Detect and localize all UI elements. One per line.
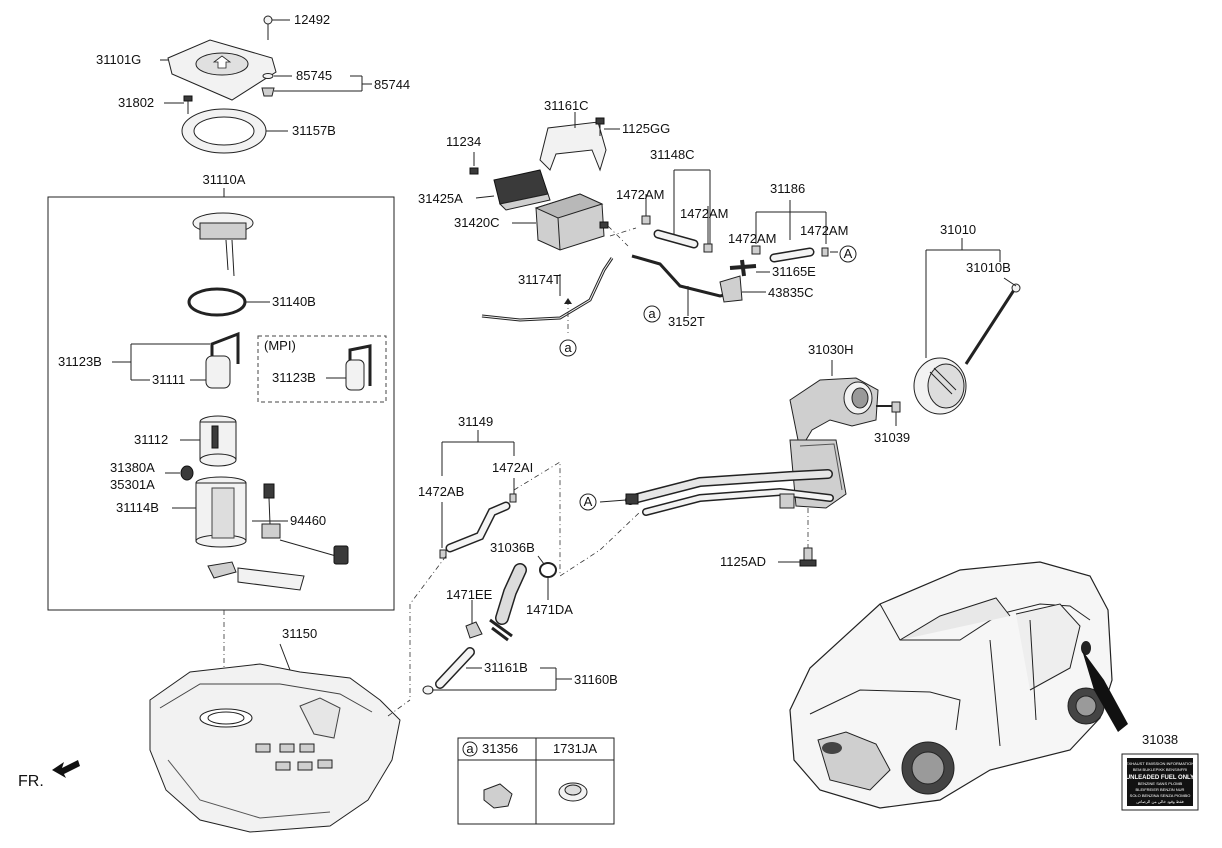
label-31140B: 31140B <box>272 294 316 309</box>
legend-part-1731JA: 1731JA <box>553 741 597 756</box>
label-31038: 31038 <box>1142 732 1178 747</box>
label-31420C: 31420C <box>454 215 500 230</box>
label-1472AM-2: 1472AM <box>680 206 728 221</box>
filler-hose-31036B <box>422 555 572 695</box>
reference-markers: a a A A <box>559 245 857 511</box>
fuel-cap-31010 <box>913 238 1021 415</box>
fuel-label-line-2: BEM BUKLEPIKK BENSINFRI <box>1133 767 1187 772</box>
label-31161C: 31161C <box>544 98 589 113</box>
label-31425A: 31425A <box>418 191 463 206</box>
fuel-pump-31111 <box>205 331 240 389</box>
marker-A-neck <box>579 493 597 511</box>
mpi-pump-31123B <box>345 344 372 391</box>
fuel-label-31038: EXHAUST EMISSION INFORMATION BEM BUKLEPI… <box>1121 753 1199 811</box>
cover-plate-assembly <box>160 15 372 154</box>
label-1472AM-1: 1472AM <box>616 187 664 202</box>
label-1125AD: 1125AD <box>720 554 766 569</box>
fuel-label-line-5: BLEIFREIER BENZIN NUR <box>1136 787 1185 792</box>
label-3152T: 3152T <box>668 314 705 329</box>
label-35301A: 35301A <box>110 477 155 492</box>
label-31039: 31039 <box>874 430 910 445</box>
regulator-31380A <box>165 465 194 481</box>
label-31010B: 31010B <box>966 260 1011 275</box>
marker-A-top <box>839 245 857 263</box>
label-31030H: 31030H <box>808 342 854 357</box>
label-1472AB: 1472AB <box>418 484 464 499</box>
label-31174T: 31174T <box>518 272 561 287</box>
label-1471EE: 1471EE <box>446 587 493 602</box>
marker-A-neck-label: A <box>584 494 593 509</box>
screw-12492 <box>263 15 290 40</box>
fuel-label-line-6: SOLO BENZINA SENZA PIOMBO <box>1130 793 1191 798</box>
label-31123B-b: 31123B <box>272 370 316 385</box>
fuel-label-line-1: EXHAUST EMISSION INFORMATION <box>1126 761 1194 766</box>
marker-a-canister-label: a <box>648 306 656 321</box>
label-1471DA: 1471DA <box>526 602 573 617</box>
label-31111: 31111 <box>152 372 185 387</box>
label-11234: 11234 <box>446 134 481 149</box>
label-mpi: (MPI) <box>264 338 296 353</box>
label-1472AM-4: 1472AM <box>800 223 848 238</box>
part-labels: 12492 31101G 85745 85744 31802 31157B 31… <box>58 12 1178 747</box>
label-94460: 94460 <box>290 513 326 528</box>
vent-hose-31149 <box>409 430 641 700</box>
marker-A-top-label: A <box>844 246 853 261</box>
label-31157B: 31157B <box>292 123 336 138</box>
fuel-sender-94460 <box>261 483 349 565</box>
label-31150: 31150 <box>282 626 317 641</box>
canister-area <box>469 112 838 336</box>
label-31101G: 31101G <box>96 52 141 67</box>
fuel-pump-module-box <box>47 188 395 611</box>
filler-neck-31030H <box>599 360 901 567</box>
label-31123B-a: 31123B <box>58 354 102 369</box>
front-label: FR. <box>18 773 44 790</box>
label-31110A: 31110A <box>203 172 246 187</box>
legend-marker-a: a <box>466 741 474 756</box>
label-43835C: 43835C <box>768 285 814 300</box>
legend-table: a 31356 1731JA <box>457 737 615 825</box>
front-direction-indicator: FR. <box>18 760 80 790</box>
filter-31112 <box>199 415 237 467</box>
label-1125GG: 1125GG <box>622 121 670 136</box>
label-31149: 31149 <box>458 414 493 429</box>
legend-part-31356: 31356 <box>482 741 518 756</box>
label-31036B: 31036B <box>490 540 535 555</box>
label-31148C: 31148C <box>650 147 695 162</box>
label-31165E: 31165E <box>772 264 816 279</box>
label-31161B: 31161B <box>484 660 528 675</box>
label-31380A: 31380A <box>110 460 155 475</box>
front-arrow-icon <box>52 760 80 778</box>
vehicle-illustration <box>789 561 1128 809</box>
label-12492: 12492 <box>294 12 330 27</box>
label-85745: 85745 <box>296 68 332 83</box>
fuel-label-line-3: UNLEADED FUEL ONLY <box>1126 775 1194 781</box>
bolt-31802 <box>164 95 193 114</box>
fuel-label-line-4: BENZINE SANS PLOMB <box>1138 781 1183 786</box>
label-31160B: 31160B <box>574 672 618 687</box>
label-1472AM-3: 1472AM <box>728 231 776 246</box>
label-1472AI: 1472AI <box>492 460 533 475</box>
reservoir-31114B <box>195 476 247 548</box>
marker-a-canister <box>643 305 661 323</box>
label-31114B: 31114B <box>116 500 159 515</box>
fuel-label-line-7: فقط وقود خالي من الرصاص <box>1136 799 1183 804</box>
label-31010: 31010 <box>940 222 976 237</box>
label-31112: 31112 <box>134 432 168 447</box>
lock-ring-31157B <box>181 108 288 154</box>
fuel-tank-31150 <box>149 610 411 833</box>
marker-a-hose-label: a <box>564 340 572 355</box>
label-31802: 31802 <box>118 95 154 110</box>
label-31186: 31186 <box>770 181 805 196</box>
marker-a-hose <box>559 339 577 357</box>
canister-31420C <box>534 193 609 251</box>
label-85744: 85744 <box>374 77 410 92</box>
